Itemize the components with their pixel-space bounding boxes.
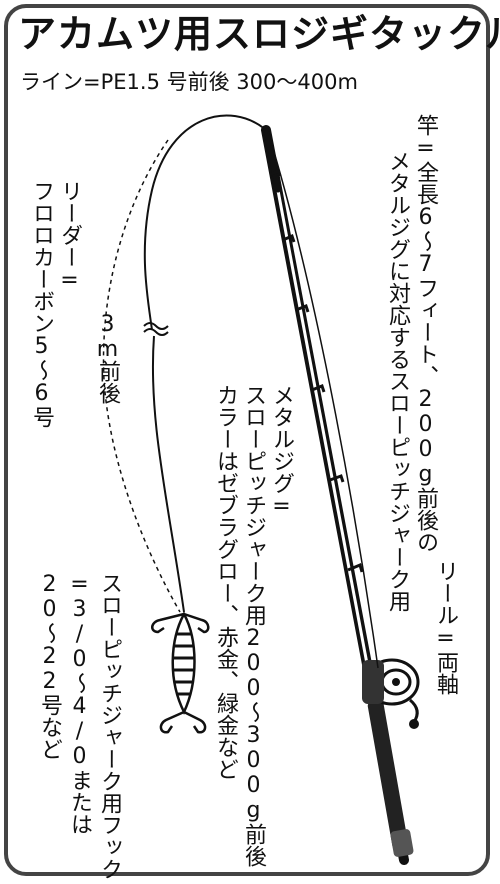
- fishing-rod-icon: [261, 125, 414, 865]
- rod-label-line1: 竿=全長6～7フィート、200g前後の: [413, 114, 438, 553]
- leader-length-value: 3m: [95, 312, 120, 362]
- figure-frame: [4, 4, 490, 876]
- reel-icon: [362, 658, 420, 729]
- hook-label-line3: 20～22号など: [37, 572, 62, 760]
- jig-label-line1: メタルジグ=: [269, 384, 294, 519]
- leader-label-line2: フロロカーボン5～6号: [29, 180, 54, 428]
- jig-label-line3: カラーはゼブラグロー、赤金、緑金など: [213, 384, 238, 780]
- diagram-title: アカムツ用スロジギタックル: [18, 12, 500, 56]
- hook-label-line1: スローピッチジャーク用フック: [97, 572, 122, 880]
- jig-label-line2: スローピッチジャーク用200～300g前後: [241, 384, 266, 867]
- rod-label-line2: メタルジグに対応するスローピッチジャーク用: [385, 150, 410, 612]
- line-spec: ライン=PE1.5 号前後 300～400m: [20, 70, 358, 94]
- reel-label: リール=両軸: [433, 560, 458, 695]
- leader-label-line1: リーダー=: [57, 180, 82, 293]
- leader-length-approx: 前後: [95, 360, 120, 404]
- metal-jig-icon: [171, 611, 196, 715]
- hook-label-line2: =3/0～4/0または: [67, 572, 92, 835]
- assist-hook-icon: [151, 612, 210, 734]
